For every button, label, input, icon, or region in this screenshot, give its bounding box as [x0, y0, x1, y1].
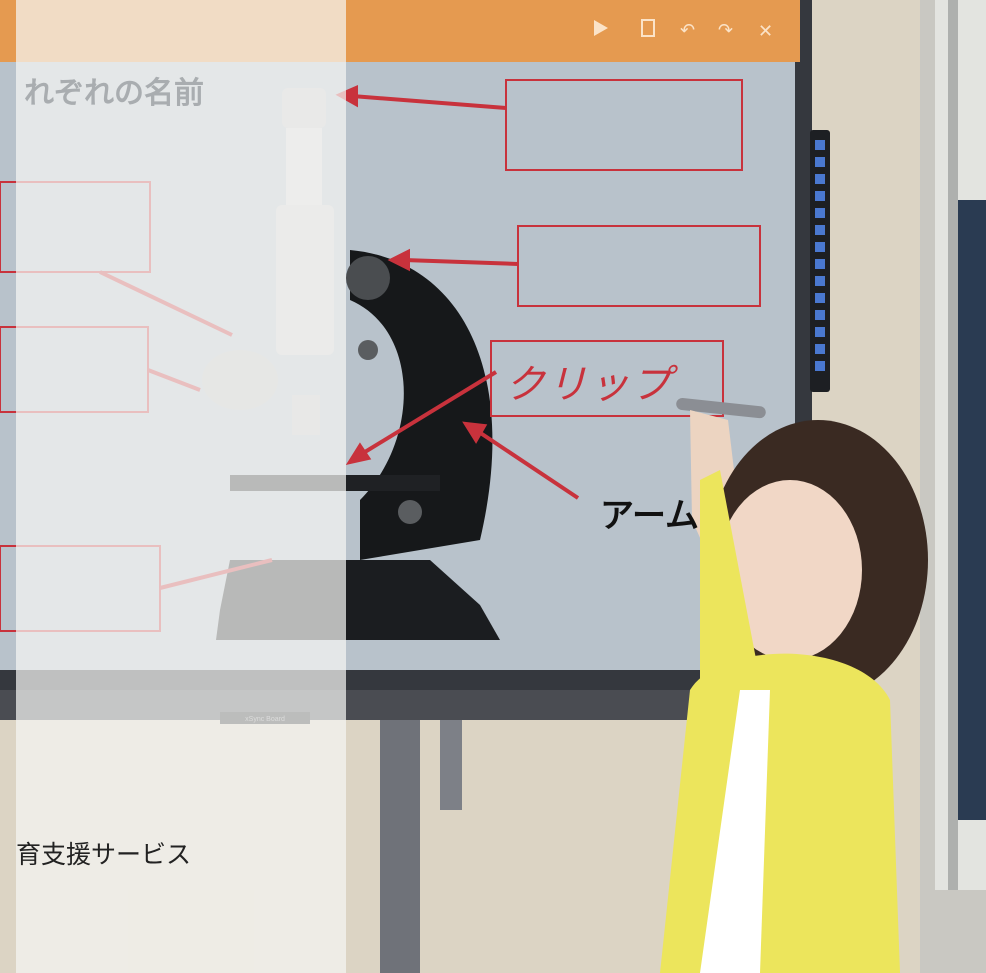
overlay-panel: 育支援サービス: [16, 0, 346, 973]
slide-title: れぞれの名前: [24, 76, 204, 111]
play-icon[interactable]: [594, 20, 608, 36]
redo-icon[interactable]: ↷: [718, 20, 733, 41]
student-girl: [660, 410, 928, 973]
close-icon[interactable]: ✕: [758, 21, 773, 42]
panel-caption: 育支援サービス: [16, 840, 192, 869]
undo-icon[interactable]: ↶: [680, 20, 695, 41]
page-icon[interactable]: [641, 19, 655, 37]
arm-label: アーム: [600, 496, 699, 536]
handwritten-label: クリップ: [505, 362, 673, 408]
